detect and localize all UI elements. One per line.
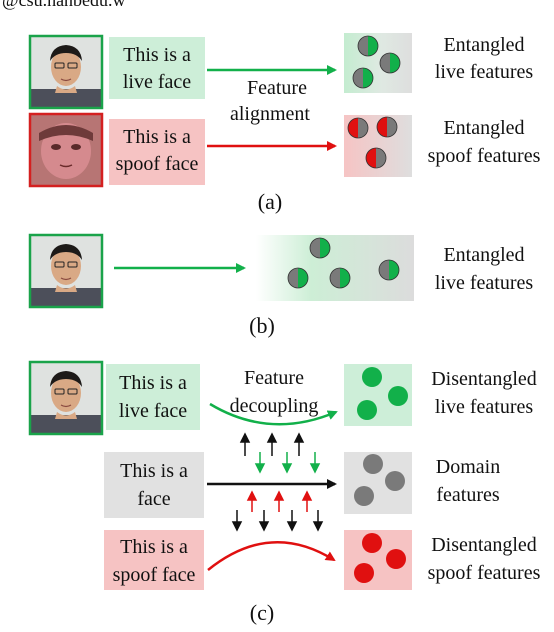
domain-text-line1: This is a xyxy=(120,460,188,482)
live-text-box xyxy=(109,37,205,99)
live-text-line1: This is a xyxy=(123,44,191,66)
spoof-text-line1: This is a xyxy=(123,126,191,148)
live-text-c-line2: live face xyxy=(119,400,187,422)
face-photo-icon xyxy=(30,362,102,434)
upward-red-arrows xyxy=(246,490,313,512)
entangled-spoof-dots xyxy=(347,116,398,169)
live-text-line2: live face xyxy=(123,71,191,93)
panel-a-label: (a) xyxy=(258,189,282,214)
feature-dot-icon xyxy=(357,400,377,420)
decoupling-caption-line2: decoupling xyxy=(230,395,319,417)
feature-dot-icon xyxy=(362,367,382,387)
downward-green-arrows xyxy=(254,452,321,474)
entangled-spoof-label-line2: spoof features xyxy=(428,145,541,167)
live-face-photo xyxy=(28,34,104,110)
spoof-text-c-line1: This is a xyxy=(120,536,188,558)
feature-dot-icon xyxy=(388,386,408,406)
entangled-live-feature-box xyxy=(344,33,412,93)
panel-b-label: (b) xyxy=(249,313,275,338)
alignment-caption-line1: Feature xyxy=(247,77,307,99)
face-photo-icon xyxy=(30,235,102,307)
domain-dots xyxy=(354,454,405,506)
decoupling-live-curve xyxy=(209,402,338,426)
header-fragment: @csu.hanbedu.w xyxy=(2,0,126,10)
spoof-face-photo xyxy=(28,112,104,188)
feature-dot-icon xyxy=(363,454,383,474)
disentangled-spoof-dots xyxy=(354,533,406,583)
feature-dot-icon xyxy=(329,267,351,289)
entangled-live-label-b-line1: Entangled xyxy=(443,244,524,266)
feature-dot-icon xyxy=(309,237,331,259)
spoof-text-box xyxy=(109,119,205,185)
domain-text-box xyxy=(104,452,204,518)
feature-dot-icon xyxy=(352,67,374,89)
panel-c-label: (c) xyxy=(250,600,274,625)
decoupling-spoof-curve xyxy=(207,540,336,571)
disentangled-spoof-label-line1: Disentangled xyxy=(431,534,537,556)
entangled-live-dots xyxy=(352,35,401,89)
domain-label-line1: Domain xyxy=(436,456,500,478)
spoof-text-box-c xyxy=(104,530,204,590)
disentangled-live-dots xyxy=(357,367,408,420)
entangled-live-label-line1: Entangled xyxy=(443,34,524,56)
alignment-caption-line2: alignment xyxy=(230,103,310,125)
feature-dot-icon xyxy=(354,486,374,506)
downward-black-arrows xyxy=(231,510,324,532)
feature-dot-icon xyxy=(354,563,374,583)
entangled-live-dots-b xyxy=(287,237,400,289)
disentangled-live-label-line2: live features xyxy=(435,396,533,418)
panel-a: This is a live face Feature alignment En… xyxy=(28,33,541,214)
feature-dot-icon xyxy=(287,267,309,289)
upward-black-arrows xyxy=(239,432,305,456)
spoof-text-c-line2: spoof face xyxy=(113,564,196,586)
disentangled-live-label-line1: Disentangled xyxy=(431,368,537,390)
face-photo-icon xyxy=(30,114,102,186)
entangled-live-label-line2: live features xyxy=(435,61,533,83)
domain-text-line2: face xyxy=(137,488,170,510)
feature-dot-icon xyxy=(385,471,405,491)
feature-dot-icon xyxy=(365,147,387,169)
feature-dot-icon xyxy=(357,35,379,57)
panel-b: Entangled live features (b) xyxy=(28,233,533,338)
entangled-live-label-b-line2: live features xyxy=(435,272,533,294)
feature-dot-icon xyxy=(362,533,382,553)
entangled-spoof-label-line1: Entangled xyxy=(443,117,524,139)
face-photo-icon xyxy=(30,36,102,108)
decoupling-caption-line1: Feature xyxy=(244,367,304,389)
disentangled-spoof-label-line2: spoof features xyxy=(428,562,541,584)
domain-label-line2: features xyxy=(436,484,500,506)
feature-dot-icon xyxy=(347,117,369,139)
live-face-photo-c xyxy=(28,360,104,436)
feature-dot-icon xyxy=(379,52,401,74)
panel-c: This is a live face Feature decoupling D… xyxy=(28,360,541,625)
live-text-box-c xyxy=(106,364,200,430)
spoof-text-line2: spoof face xyxy=(116,153,199,175)
feature-dot-icon xyxy=(376,116,398,138)
feature-dot-icon xyxy=(386,549,406,569)
live-text-c-line1: This is a xyxy=(119,372,187,394)
live-face-photo-b xyxy=(28,233,104,309)
feature-dot-icon xyxy=(378,259,400,281)
